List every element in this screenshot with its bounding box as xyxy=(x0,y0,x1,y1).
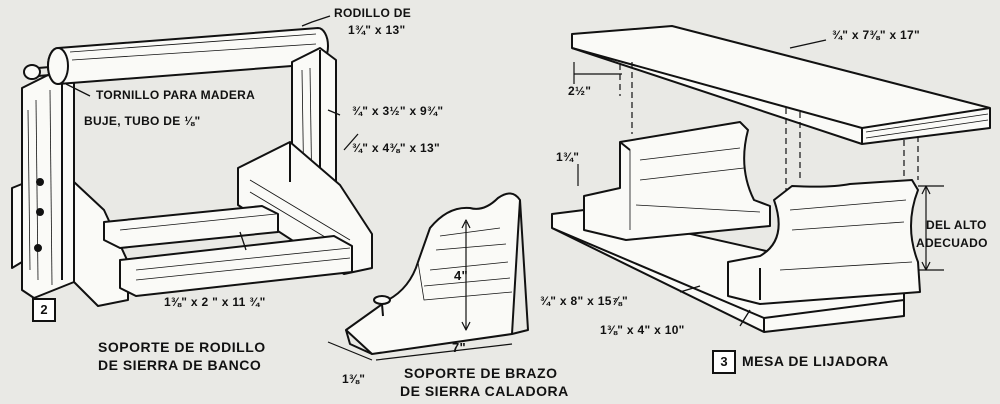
figure-2-number: 2 xyxy=(32,298,56,322)
center-title-line-2: DE SIERRA CALADORA xyxy=(400,383,569,399)
screw-label: TORNILLO PARA MADERA xyxy=(96,88,256,102)
left-leg xyxy=(583,121,771,241)
right-leg xyxy=(727,179,921,305)
height-label-line-1: DEL ALTO xyxy=(926,218,987,232)
fig2-leader-lines xyxy=(65,15,359,251)
roller-size-label: 1¾" x 13" xyxy=(348,23,406,37)
bushing-label: BUJE, TUBO DE ⅛" xyxy=(84,114,201,128)
bolt-head xyxy=(23,64,41,80)
figure-2-title-line-2: DE SIERRA DE BANCO xyxy=(98,357,262,373)
screw xyxy=(373,295,391,305)
figure-3-number: 3 xyxy=(712,350,736,374)
upright-dimension-label: ¾" x 3½" x 9¾" xyxy=(352,104,444,118)
roller-stand-drawing xyxy=(11,27,373,307)
overhang-dimension-label: 2½" xyxy=(568,84,592,98)
thickness-dimension-label: 1⅜" xyxy=(342,372,366,386)
screw-head xyxy=(36,178,44,186)
base-dimension-label: ¾" x 8" x 15⅞" xyxy=(540,294,628,308)
height-label-line-2: ADECUADO xyxy=(916,236,988,250)
jigsaw-support-drawing xyxy=(327,192,529,361)
back-rail xyxy=(103,205,279,249)
screw-head xyxy=(36,208,44,216)
top-board-dimension-label: ¾" x 7⅜" x 17" xyxy=(832,28,920,42)
figure-2-title-line-1: SOPORTE DE RODILLO xyxy=(98,339,266,355)
center-title-line-1: SOPORTE DE BRAZO xyxy=(404,365,558,381)
sander-table-drawing xyxy=(551,25,991,333)
front-rail xyxy=(119,235,353,297)
table-top xyxy=(571,25,991,145)
screw-head xyxy=(34,244,42,252)
roller-label: RODILLO DE xyxy=(334,6,411,20)
thickness-dimension-label: 1¾" xyxy=(556,150,580,164)
fig3-leader-lines xyxy=(679,39,827,327)
side-dimension-label: ¾" x 4⅜" x 13" xyxy=(352,141,440,155)
left-side-support xyxy=(73,181,129,307)
legs-dimension-label: 1⅜" x 4" x 10" xyxy=(600,323,685,337)
support-block xyxy=(345,192,521,355)
figure-3-title: MESA DE LIJADORA xyxy=(742,353,889,369)
base-dimension-label: 1⅜" x 2 " x 11 ¾" xyxy=(164,295,266,309)
length-dimension-label: 7" xyxy=(452,340,466,355)
height-dimension-label: 4" xyxy=(454,268,468,283)
